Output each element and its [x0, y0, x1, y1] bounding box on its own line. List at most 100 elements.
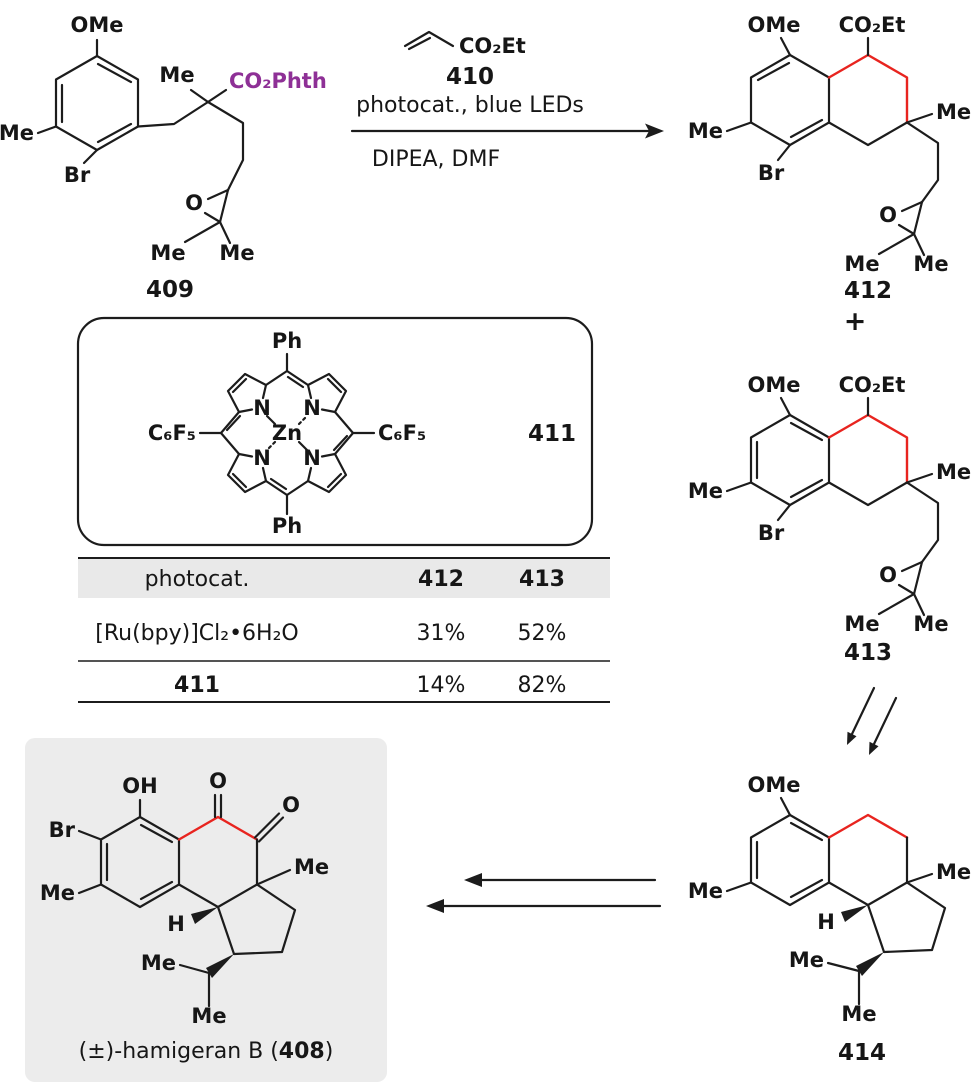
label-o-epoxide: O: [879, 563, 897, 587]
arrow-shaft: [872, 696, 898, 746]
epoxide-cc: [218, 188, 230, 224]
label-c6f5: C₆F₅: [148, 421, 196, 445]
table-cell-yield-413: 82%: [518, 673, 567, 698]
bond-me: [877, 232, 916, 256]
double-bond: [789, 878, 824, 899]
arrow-head: [869, 741, 879, 755]
alkyl-chain: [905, 481, 940, 564]
label-me: Me: [841, 1002, 876, 1026]
reaction-conditions: photocat., blue LEDs DIPEA, DMF: [356, 93, 584, 172]
compound-number-414: 414: [838, 1040, 886, 1066]
meso-bridge-top: [264, 369, 310, 387]
benzene-ring: [749, 813, 831, 907]
bond-me: [905, 872, 934, 884]
table-cell-photocat: [Ru(bpy)]Cl₂•6H₂O: [95, 621, 298, 646]
label-ph: Ph: [272, 329, 302, 353]
alkyl-chain: [905, 121, 940, 204]
wedge-bond-ipr: [856, 952, 884, 976]
double-bond: [269, 477, 288, 491]
alkyl-chain: [206, 100, 245, 192]
meso-bridge-right: [333, 410, 355, 456]
wedge-bond-h: [841, 905, 868, 922]
bond-me: [255, 868, 292, 886]
table-header-photocat: photocat.: [145, 567, 250, 592]
bond-me: [725, 481, 753, 493]
label-o-epoxide: O: [879, 203, 897, 227]
bond-ome: [779, 36, 792, 57]
compound-413-structure: OMe CO₂Et Me Br Me O Me Me 413: [688, 373, 971, 666]
cyclopentane-ring: [216, 883, 297, 956]
bond-br: [77, 829, 103, 841]
label-br: Br: [758, 161, 785, 185]
label-me: Me: [936, 860, 971, 884]
label-me: Me: [294, 855, 329, 879]
table-cell-yield-413: 52%: [518, 621, 567, 646]
double-bond: [225, 414, 242, 432]
label-o-ketone: O: [209, 769, 227, 793]
table-row: [Ru(bpy)]Cl₂•6H₂O 31% 52%: [95, 621, 566, 646]
label-ph: Ph: [272, 514, 302, 538]
compound-409-structure: OMe Me Br Me CO₂Phth O Me Me 409: [0, 13, 327, 303]
double-bond: [139, 880, 174, 901]
label-me: Me: [913, 252, 948, 276]
benzylic-chain: [136, 100, 210, 128]
double-bond: [789, 118, 824, 139]
new-ring-bonds-red: [827, 53, 909, 124]
compound-number-411: 411: [528, 421, 576, 447]
bond-ome: [779, 796, 792, 817]
label-br: Br: [64, 163, 91, 187]
cyclohexadiene-ring: [749, 53, 831, 147]
bond-br: [776, 143, 792, 162]
double-bond: [789, 821, 824, 842]
label-br: Br: [758, 521, 785, 545]
label-ome: OMe: [748, 773, 801, 797]
meso-bridge-left: [219, 410, 241, 456]
double-bond: [407, 36, 432, 51]
compound-number-413: 413: [844, 640, 892, 666]
benzene-ring: [54, 54, 140, 152]
bond-me: [905, 472, 934, 484]
zn-n-bond: [265, 414, 277, 426]
double-bond: [789, 478, 824, 499]
pyrrole-ring: [306, 452, 348, 494]
arrow-head: [426, 899, 444, 913]
epoxide-co: [900, 560, 924, 573]
double-bond: [332, 434, 349, 452]
new-ring-bonds-red: [827, 813, 909, 839]
label-me: Me: [159, 63, 194, 87]
caption-number-408: 408: [279, 1039, 325, 1064]
label-me: Me: [844, 252, 879, 276]
bond-me: [183, 220, 222, 244]
label-me: Me: [789, 948, 824, 972]
new-ring-bonds-red: [177, 815, 259, 841]
table-row: 411 14% 82%: [174, 673, 566, 698]
arrow-head: [847, 731, 857, 745]
zn-n-dative-bond: [297, 414, 309, 426]
bond-me: [826, 961, 861, 973]
label-ome: OMe: [748, 373, 801, 397]
carbonyl-bond: [257, 816, 285, 843]
double-bond: [756, 61, 791, 82]
bond-br: [82, 148, 99, 165]
label-n: N: [303, 396, 321, 420]
conditions-line2: DIPEA, DMF: [372, 147, 500, 172]
epoxide-cc: [912, 200, 924, 236]
label-me: Me: [844, 612, 879, 636]
plus-sign: +: [844, 306, 867, 337]
table-header-412: 412: [418, 567, 464, 592]
label-h: H: [167, 912, 185, 936]
compound-414-structure: OMe Me Me H Me Me 414: [688, 773, 971, 1066]
label-co2et: CO₂Et: [839, 373, 906, 397]
ring-bonds: [827, 121, 909, 147]
label-ome: OMe: [71, 13, 124, 37]
bond-me: [725, 121, 753, 133]
label-me: Me: [688, 879, 723, 903]
arrow-shaft: [850, 686, 876, 736]
pyrrole-ring: [306, 372, 348, 414]
label-me: Me: [688, 479, 723, 503]
double-bond: [231, 377, 248, 394]
label-me: Me: [141, 951, 176, 975]
bond-me: [178, 963, 211, 975]
double-bond: [231, 472, 248, 489]
bond-me: [912, 232, 926, 257]
